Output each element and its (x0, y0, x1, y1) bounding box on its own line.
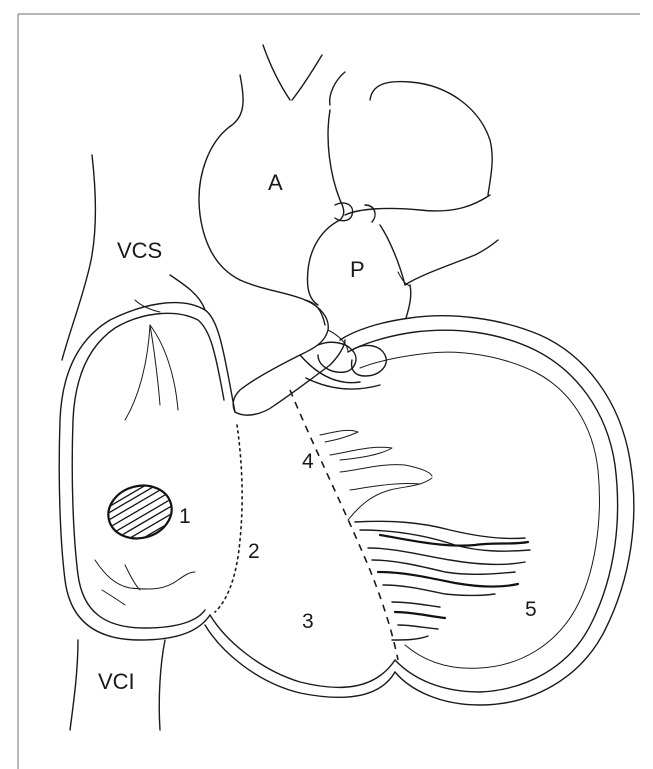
ventricles-outline (205, 316, 634, 705)
atrial-appendage-outline (233, 280, 345, 415)
label-aorta: A (268, 170, 283, 195)
label-region-1: 1 (179, 505, 191, 528)
aorta-outline (199, 45, 492, 280)
label-inferior-vena-cava: VCI (98, 669, 135, 694)
trabeculations-lower (355, 521, 530, 640)
outflow-valve-outline (300, 330, 386, 389)
trabeculations-upper (320, 430, 432, 520)
label-superior-vena-cava: VCS (117, 238, 162, 263)
label-region-4: 4 (302, 450, 314, 473)
tricuspid-annulus-dotted (215, 425, 242, 612)
pulmonary-trunk-outline (307, 220, 498, 318)
fossa-ovalis-hatched (100, 475, 187, 566)
label-region-3: 3 (302, 610, 314, 633)
label-region-5: 5 (525, 598, 537, 621)
label-pulmonary: P (350, 257, 365, 282)
label-region-2: 2 (248, 540, 260, 563)
right-atrium-outline (59, 303, 235, 640)
